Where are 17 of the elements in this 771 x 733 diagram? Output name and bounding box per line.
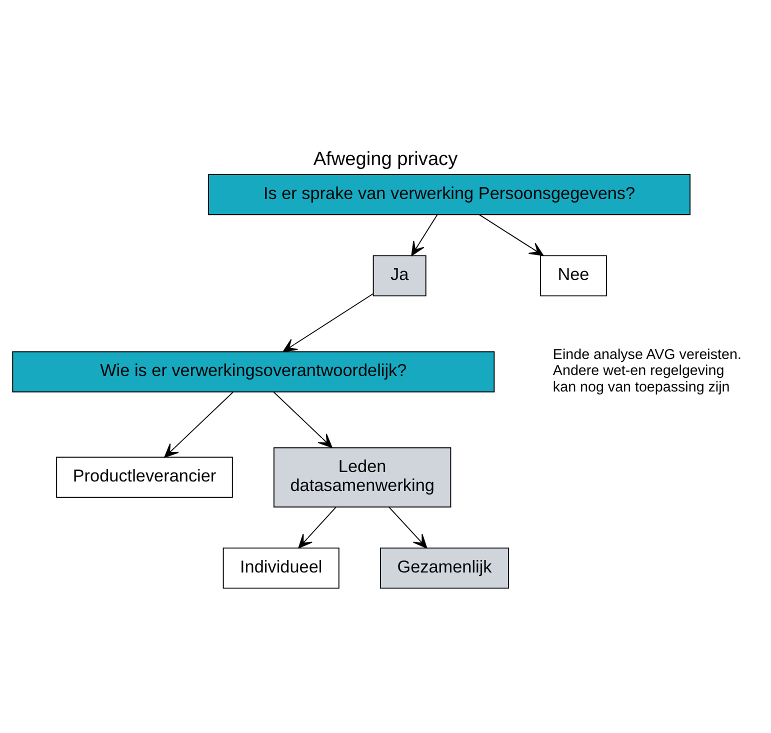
node-box: Wie is er verwerkingsoverantwoordelijk? — [12, 350, 495, 392]
arrow — [282, 292, 374, 352]
arrow — [478, 214, 544, 256]
diagram-title: Afweging privacy — [313, 148, 458, 170]
arrow — [164, 391, 234, 458]
node-box: Individueel — [222, 547, 340, 588]
arrow — [273, 391, 332, 448]
node-box: Ja — [372, 254, 426, 296]
node-box: Gezamenlijk — [380, 547, 509, 588]
node-box: Productleverancier — [56, 456, 233, 498]
arrow — [388, 506, 428, 548]
node-label: Einde analyse AVG vereisten. Andere wet-en regelgeving kan nog van toepassing zijn — [552, 346, 742, 395]
node-box: Is er sprake van verwerking Persoonsgegevens? — [208, 174, 691, 215]
arrow — [411, 214, 438, 256]
node-box: Leden datasamenwerking — [273, 446, 452, 507]
node-box: Nee — [540, 254, 607, 296]
arrow — [298, 506, 336, 548]
